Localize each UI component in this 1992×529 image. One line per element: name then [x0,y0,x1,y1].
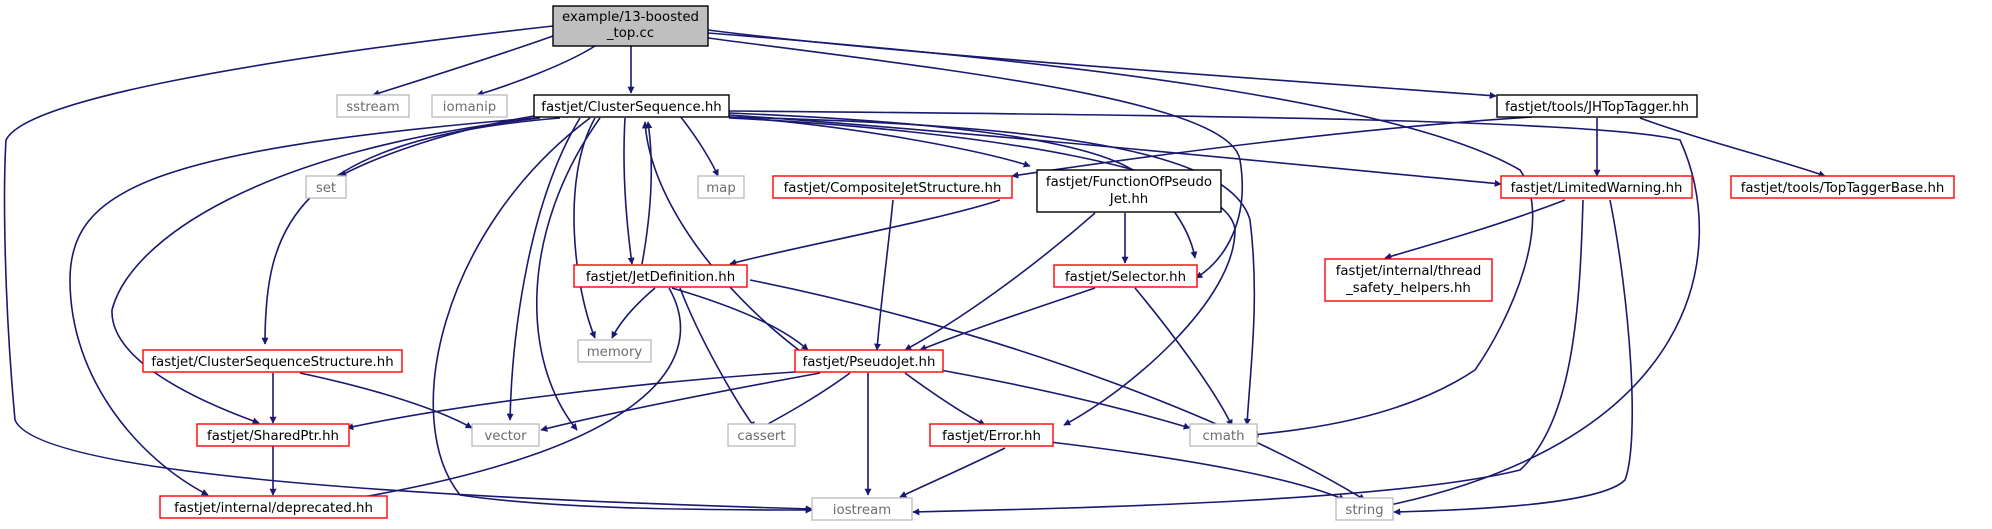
edge-cs-to-string [728,110,1701,509]
edge-cs-to-limitedwarning [728,114,1502,187]
node-label: cmath [1202,429,1244,444]
node-fastjet-compositejetstructure-hh[interactable]: fastjet/CompositeJetStructure.hh [772,175,1013,199]
node-label-line-1: fastjet/FunctionOfPseudo [1046,175,1212,190]
node-string: string [1335,497,1394,521]
edge-jetdefinition-to-deprecated [344,287,682,503]
node-fastjet-clustersequencestructure-hh[interactable]: fastjet/ClusterSequenceStructure.hh [142,349,403,373]
edge-root-to-jhtoptagger [707,29,1497,100]
node-map: map [697,175,745,199]
edge-cs-to-cassert [536,117,601,431]
edge-cs-to-sharedptr [111,117,541,425]
node-label: fastjet/CompositeJetStructure.hh [784,181,1002,196]
node-label: iostream [833,503,891,518]
node-label: cassert [737,429,785,444]
edge-cs-to-set [339,115,535,177]
node-iostream: iostream [811,497,913,521]
node-cassert: cassert [727,423,796,447]
edge-css-to-vector [299,372,473,429]
node-fastjet-limitedwarning-hh[interactable]: fastjet/LimitedWarning.hh [1500,175,1693,199]
edge-cs-to-error [728,117,1236,426]
edge-jetdefinition-to-pseudojet [671,287,809,351]
edge-cs-to-threadsafety [728,112,1198,259]
edge-composite-to-pseudojet [873,199,894,351]
node-memory: memory [577,339,652,363]
node-vector: vector [471,423,540,447]
node-label: memory [587,345,643,360]
edge-jetdefinition-to-cs [641,121,653,265]
edge-cs-to-cmath [728,116,1256,426]
node-label: set [316,181,336,196]
node-label: fastjet/ClusterSequenceStructure.hh [151,355,393,370]
edge-pseudojet-to-sharedptr [346,371,796,431]
node-fastjet-pseudojet-hh[interactable]: fastjet/PseudoJet.hh [794,349,944,373]
node-label: iomanip [443,100,497,115]
edge-limitedwarning-to-threadsafety [1384,199,1566,260]
node-label-line-2: Jet.hh [1109,192,1148,207]
node-label: fastjet/Error.hh [942,429,1041,444]
edge-fopj-to-pseudojet [904,212,1096,351]
edge-cs-to-jetdefinition [623,117,635,265]
node-label-line-2: _top.cc [606,26,654,41]
edge-pseudojet-to-error [904,372,986,426]
node-label: map [706,181,736,196]
edge-selector-to-pseudojet [919,287,1096,351]
node-label: vector [484,429,527,444]
edge-jetdefinition-to-cassert [679,287,756,429]
edge-limitedwarning-to-string [1393,199,1633,516]
edge-pseudojet-to-cs [641,121,801,352]
node-label: fastjet/JetDefinition.hh [586,270,735,285]
node-fastjet-tools-jhtoptagger-hh[interactable]: fastjet/tools/JHTopTagger.hh [1496,94,1698,118]
node-label: fastjet/SharedPtr.hh [207,429,339,444]
edge-cs-to-clusterseqstructure [261,117,561,345]
edge-root-to-iomanip [476,45,596,97]
node-fastjet-clustersequence-hh[interactable]: fastjet/ClusterSequence.hh [533,94,730,118]
node-label-line-1: fastjet/internal/thread [1336,264,1482,279]
edge-error-to-iostream [899,447,1006,498]
edge-jhtoptagger-to-composite [1011,116,1533,179]
edge-cs-to-vector [506,117,581,421]
node-label: sstream [346,100,400,115]
edge-cs-to-map [679,115,719,177]
node-label-line-1: example/13-boosted [562,10,699,25]
node-fastjet-error-hh[interactable]: fastjet/Error.hh [929,423,1054,447]
node-iomanip: iomanip [431,94,508,118]
node-fastjet-selector-hh[interactable]: fastjet/Selector.hh [1053,264,1198,288]
node-label: string [1345,503,1383,518]
node-sstream: sstream [336,94,410,118]
node-label: fastjet/Selector.hh [1065,270,1186,285]
node-fastjet-internal-deprecated-hh[interactable]: fastjet/internal/deprecated.hh [159,495,388,519]
edge-pseudojet-to-cmath [939,369,1191,430]
edge-cs-to-memory [573,117,596,339]
edge-pseudojet-to-vector [540,372,821,432]
edge-root-to-selector [707,37,1244,279]
node-label: fastjet/internal/deprecated.hh [174,501,373,516]
node-fastjet-internal-thread-safety-helpers-hh[interactable]: fastjet/internal/thread _safety_helpers.… [1324,258,1493,302]
node-fastjet-jetdefinition-hh[interactable]: fastjet/JetDefinition.hh [573,264,748,288]
node-label: fastjet/tools/TopTaggerBase.hh [1741,181,1945,196]
edge-cs-to-deprecated [69,117,535,496]
edge-error-to-string [1049,441,1346,501]
node-set: set [305,175,347,199]
edge-jhtoptagger-to-toptaggerbase [1639,117,1826,178]
edge-cs-to-iostream [432,117,813,514]
node-label: fastjet/LimitedWarning.hh [1511,181,1683,196]
node-cmath: cmath [1189,423,1258,447]
node-label: fastjet/tools/JHTopTagger.hh [1505,100,1689,115]
edge-limitedwarning-to-iostream [912,199,1584,516]
edge-root-to-sstream [372,35,554,97]
node-example-13-boosted-top-cc: example/13-boosted _top.cc [552,5,709,47]
node-fastjet-functionofpseudojet-hh[interactable]: fastjet/FunctionOfPseudo Jet.hh [1036,169,1222,213]
node-fastjet-sharedptr-hh[interactable]: fastjet/SharedPtr.hh [196,423,350,447]
node-label-line-2: _safety_helpers.hh [1345,281,1471,296]
node-label: fastjet/ClusterSequence.hh [541,100,721,115]
edge-root-to-cmath [707,32,1534,438]
node-fastjet-tools-toptaggerbase-hh[interactable]: fastjet/tools/TopTaggerBase.hh [1730,175,1955,199]
edge-selector-to-cmath [1134,287,1233,427]
edge-jetdefinition-to-string [749,279,1366,501]
edge-jetdefinition-to-memory [611,287,656,339]
node-label: fastjet/PseudoJet.hh [803,355,936,370]
edge-composite-to-jetdefinition [729,199,1001,266]
